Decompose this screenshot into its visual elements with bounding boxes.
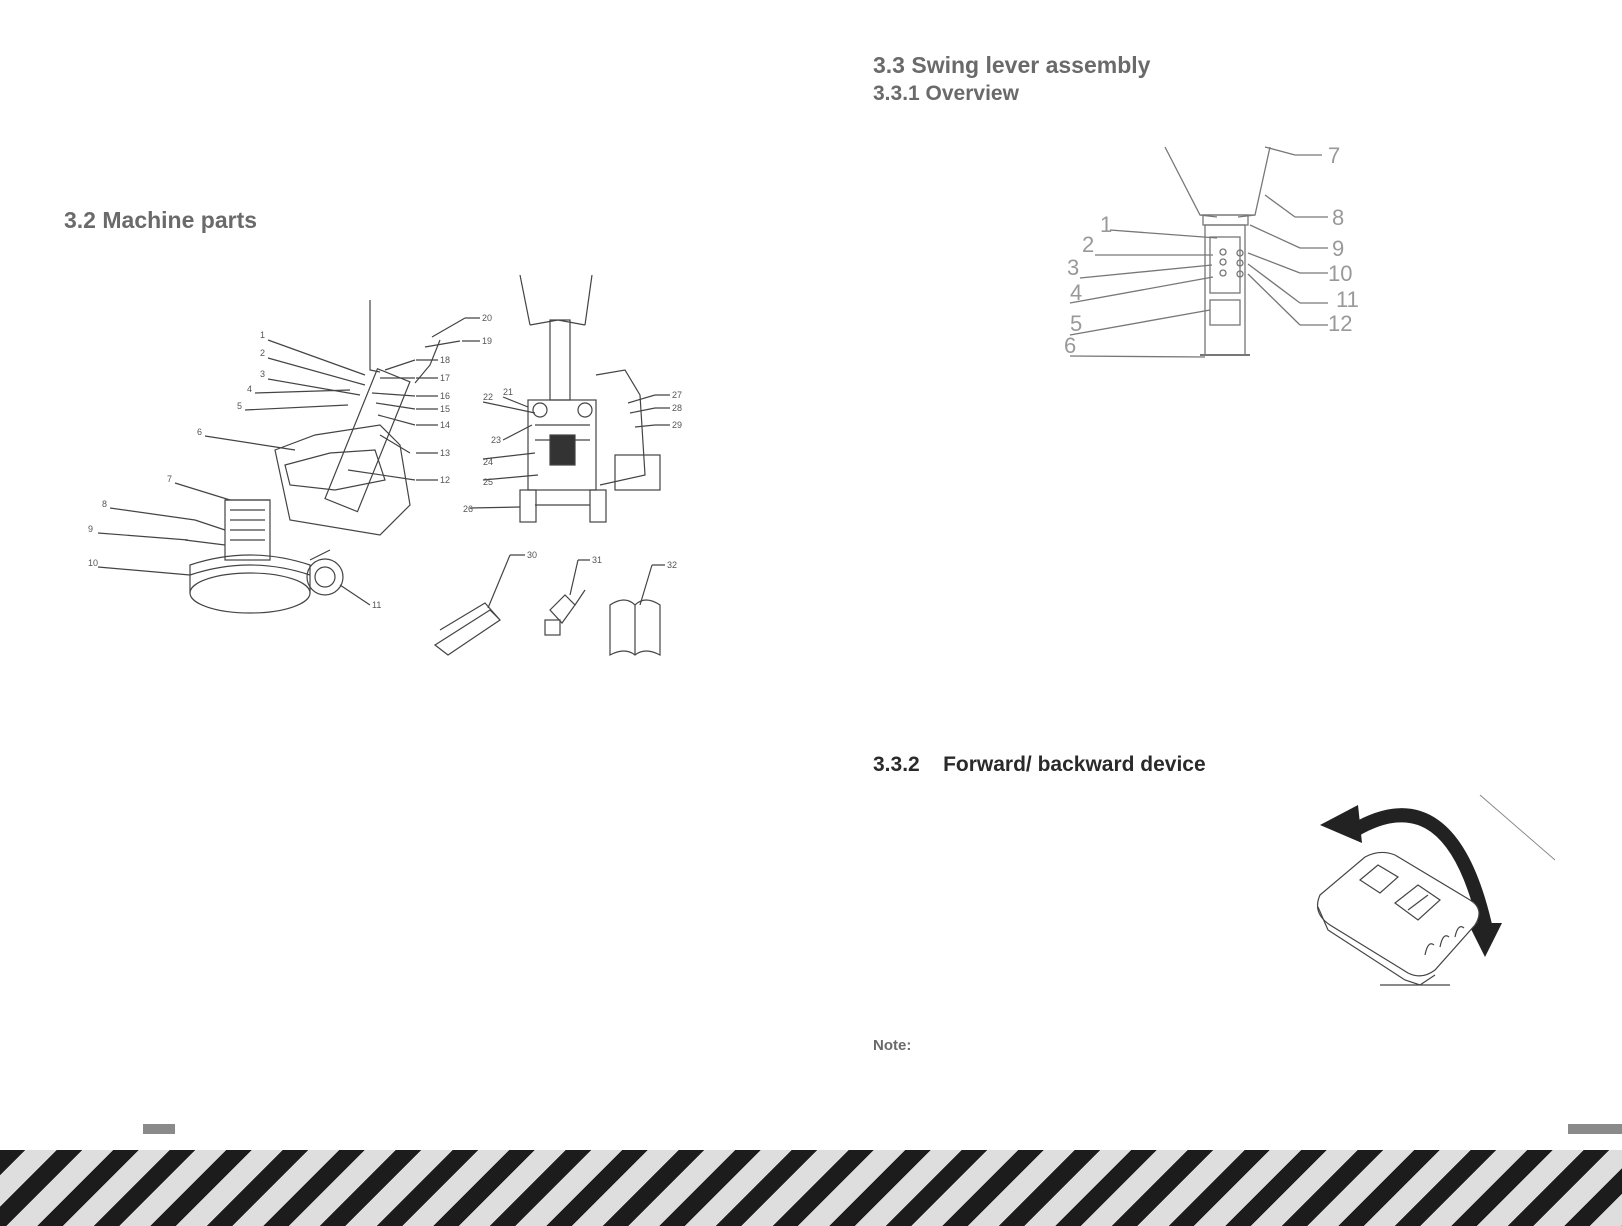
callout-2: 2	[260, 348, 265, 358]
lever-callout-1: 1	[1100, 212, 1112, 237]
callout-29: 29	[672, 420, 682, 430]
forward-backward-pedal-diagram	[1300, 785, 1560, 1005]
lever-callout-11: 11	[1336, 287, 1359, 312]
section-title: Forward/ backward device	[943, 753, 1206, 776]
callout-18: 18	[440, 355, 450, 365]
callout-20: 20	[482, 313, 492, 323]
subsection-heading-overview: 3.3.1 Overview	[873, 82, 1019, 106]
callout-22: 22	[483, 392, 493, 402]
lever-callout-12: 12	[1328, 311, 1352, 336]
callout-17: 17	[440, 373, 450, 383]
callout-14: 14	[440, 420, 450, 430]
lever-callout-8: 8	[1332, 205, 1344, 230]
callout-9: 9	[88, 524, 93, 534]
callout-25: 25	[483, 477, 493, 487]
callout-11: 11	[372, 600, 381, 610]
callout-1: 1	[260, 330, 265, 340]
callout-30: 30	[527, 550, 537, 560]
callout-23: 23	[491, 435, 501, 445]
note-label: Note:	[873, 1037, 911, 1054]
lever-callout-7: 7	[1328, 143, 1340, 168]
callout-16: 16	[440, 391, 450, 401]
callout-10: 10	[88, 558, 98, 568]
callout-27: 27	[672, 390, 682, 400]
lever-callout-6: 6	[1064, 333, 1076, 358]
machine-parts-diagram: 1 2 3 4 5 6 7 8 9 10 11 12 13 14 15 16 1…	[80, 275, 720, 680]
callout-5: 5	[237, 401, 242, 411]
callout-26: 26	[463, 504, 473, 514]
callout-21: 21	[503, 387, 513, 397]
callout-31: 31	[592, 555, 602, 565]
section-heading-machine-parts: 3.2 Machine parts	[64, 207, 257, 234]
callout-24: 24	[483, 457, 493, 467]
callout-15: 15	[440, 404, 450, 414]
callout-12: 12	[440, 475, 450, 485]
page-marker-left	[143, 1124, 175, 1134]
lever-callout-9: 9	[1332, 236, 1344, 261]
section-heading-forward-backward: 3.3.2 Forward/ backward device	[873, 753, 1206, 777]
callout-19: 19	[482, 336, 492, 346]
section-heading-swing-lever: 3.3 Swing lever assembly	[873, 52, 1150, 79]
lever-callout-2: 2	[1082, 232, 1094, 257]
callout-7: 7	[167, 474, 172, 484]
callout-6: 6	[197, 427, 202, 437]
callout-28: 28	[672, 403, 682, 413]
swing-lever-diagram: 1 2 3 4 5 6 7 8 9 10 11 12	[1060, 135, 1380, 375]
callout-4: 4	[247, 384, 252, 394]
lever-callout-3: 3	[1067, 255, 1079, 280]
lever-callout-4: 4	[1070, 280, 1082, 305]
callout-8: 8	[102, 499, 107, 509]
callout-13: 13	[440, 448, 450, 458]
callout-3: 3	[260, 369, 265, 379]
hazard-stripe-band	[0, 1150, 1622, 1226]
callout-32: 32	[667, 560, 677, 570]
page-marker-right	[1568, 1124, 1622, 1134]
lever-callout-10: 10	[1328, 261, 1352, 286]
section-number: 3.3.2	[873, 753, 920, 776]
